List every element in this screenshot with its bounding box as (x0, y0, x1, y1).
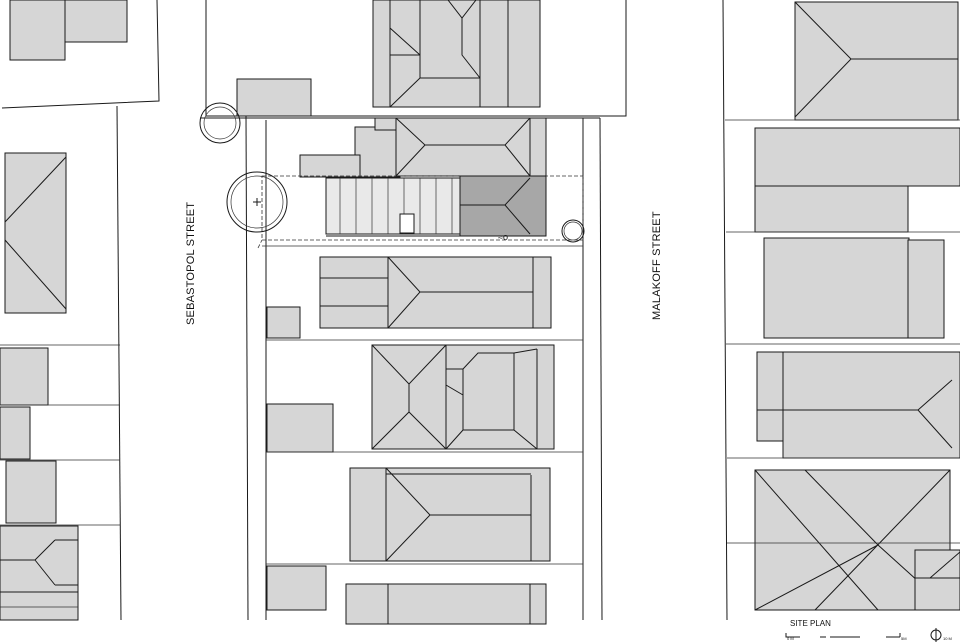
roof-ridge (395, 117, 531, 177)
building (4, 152, 67, 314)
street-edge (116, 105, 122, 621)
building (0, 525, 79, 621)
tree (203, 106, 237, 140)
building (5, 460, 57, 524)
building (236, 78, 312, 117)
building (794, 1, 959, 121)
roof-ridge (460, 177, 531, 235)
street-edge (722, 0, 728, 621)
building (354, 126, 401, 178)
roof-ridge (387, 584, 531, 624)
tree (199, 102, 241, 144)
building (395, 117, 531, 177)
project-lot-boundary (257, 239, 263, 249)
tree-center (253, 198, 261, 206)
building (907, 239, 945, 339)
tree (226, 171, 288, 233)
roof-ridge (389, 0, 509, 108)
street-label-right: MALAKOFF STREET (651, 211, 663, 320)
building (0, 406, 31, 460)
roof-ridge (915, 551, 960, 579)
building (529, 117, 547, 179)
left-block (0, 0, 160, 621)
building (266, 403, 334, 453)
scale-end: 10 M (943, 636, 952, 641)
building (64, 0, 128, 43)
building (299, 154, 361, 178)
tree (230, 175, 284, 229)
roof-ridge (4, 156, 67, 310)
street-label-left: SEBASTOPOL STREET (185, 202, 197, 325)
building (914, 549, 960, 611)
roof-ridge (754, 469, 951, 611)
scale-start: 0 M (787, 636, 794, 641)
right-block (722, 0, 960, 621)
tree (563, 221, 583, 241)
building (345, 583, 547, 625)
building (372, 0, 541, 108)
roof-seams (339, 178, 453, 234)
entry-symbol: ≈o (498, 232, 508, 242)
existing-roof (459, 175, 547, 237)
skylight (399, 213, 415, 234)
building (754, 185, 909, 233)
north-arrow-icon (930, 628, 942, 642)
roof-ridge (320, 256, 534, 329)
center-block: ≈o (200, 0, 627, 625)
scale-mid: 5M (901, 636, 907, 641)
street-edge (245, 115, 249, 621)
roof-ridge (371, 344, 538, 450)
building (9, 0, 66, 61)
building (0, 347, 49, 406)
roof-ridge (0, 539, 78, 593)
building (782, 351, 960, 459)
building (754, 127, 960, 187)
building (266, 306, 301, 339)
lot-boundary (205, 0, 627, 117)
building (763, 237, 910, 339)
tree (561, 219, 585, 243)
building (266, 565, 327, 611)
roof-ridge (757, 379, 953, 449)
project-roof (325, 177, 461, 235)
trees (199, 102, 585, 243)
lot-boundary (1, 0, 160, 109)
street-edge (599, 117, 603, 621)
drawing-title: SITE PLAN (790, 619, 831, 628)
roof-ridge (794, 1, 958, 118)
roof-ridge (385, 467, 532, 562)
scale-bar: 0 M 5M 10 M (785, 633, 952, 641)
building (756, 351, 784, 442)
